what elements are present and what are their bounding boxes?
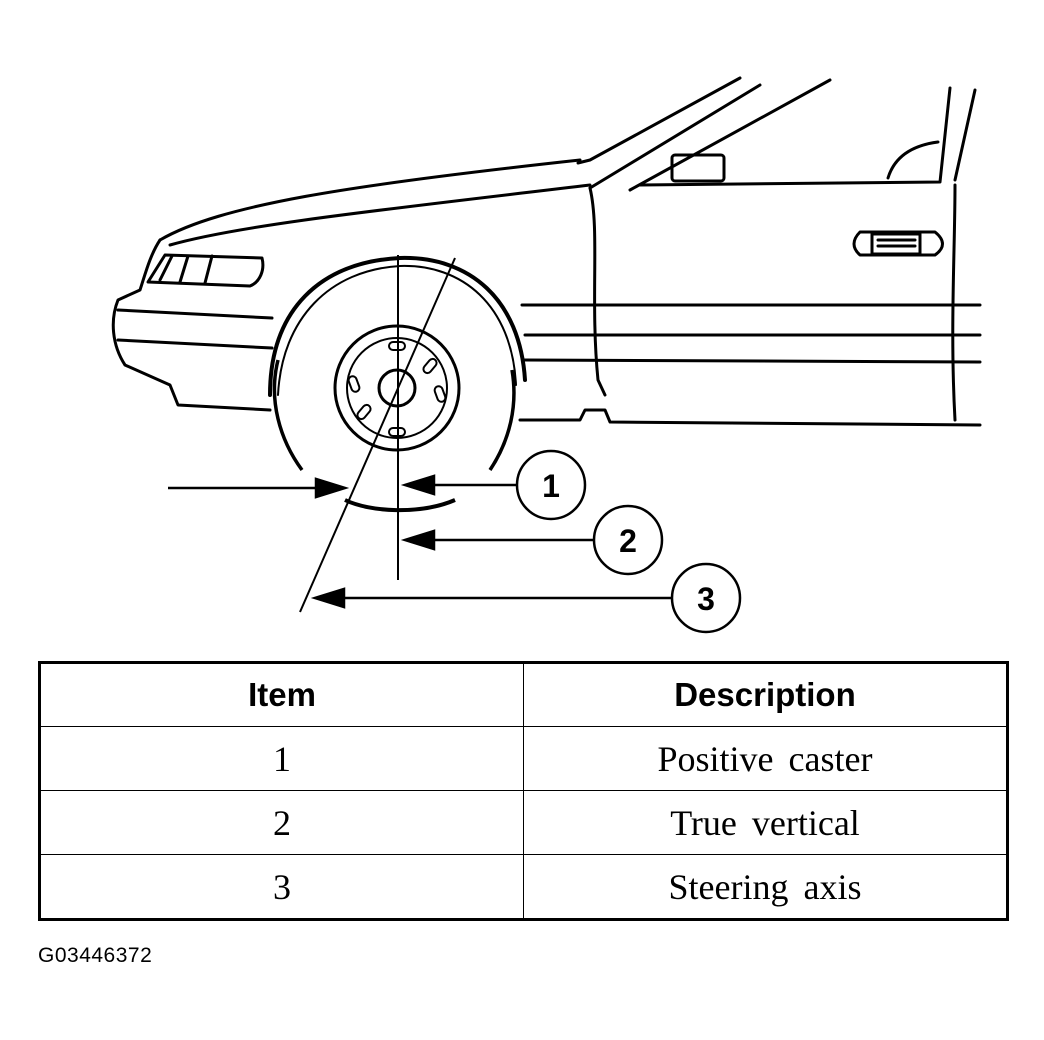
figure-id: G03446372 bbox=[38, 944, 153, 967]
callout-1: 1 bbox=[515, 449, 587, 521]
item-cell: 2 bbox=[39, 790, 524, 855]
geometry-lines bbox=[299, 255, 456, 613]
arrows bbox=[168, 474, 672, 609]
description-cell: True vertical bbox=[523, 790, 1008, 855]
caster-angle-diagram: 1 2 3 bbox=[111, 76, 982, 634]
car-body-outline bbox=[111, 76, 982, 427]
item-cell: 3 bbox=[39, 854, 524, 920]
wheel-arch bbox=[268, 255, 527, 397]
callout-2-number: 2 bbox=[619, 523, 637, 559]
callout-3: 3 bbox=[670, 562, 742, 634]
table-row: 2 True vertical bbox=[39, 790, 1008, 855]
steering-axis-line bbox=[299, 257, 456, 613]
callout-2: 2 bbox=[592, 504, 664, 576]
table-row: 1 Positive caster bbox=[39, 726, 1008, 791]
wheel bbox=[272, 324, 516, 513]
item-cell: 1 bbox=[39, 726, 524, 791]
table-row: 3 Steering axis bbox=[39, 854, 1008, 920]
callout-3-number: 3 bbox=[697, 581, 715, 617]
callout-1-number: 1 bbox=[542, 468, 560, 504]
legend-header-row: Item Description bbox=[39, 662, 1008, 727]
description-column-header: Description bbox=[523, 662, 1008, 727]
description-cell: Positive caster bbox=[523, 726, 1008, 791]
legend-table: Item Description 1 Positive caster 2 Tru… bbox=[38, 661, 1009, 921]
description-cell: Steering axis bbox=[523, 854, 1008, 920]
item-column-header: Item bbox=[39, 662, 524, 727]
